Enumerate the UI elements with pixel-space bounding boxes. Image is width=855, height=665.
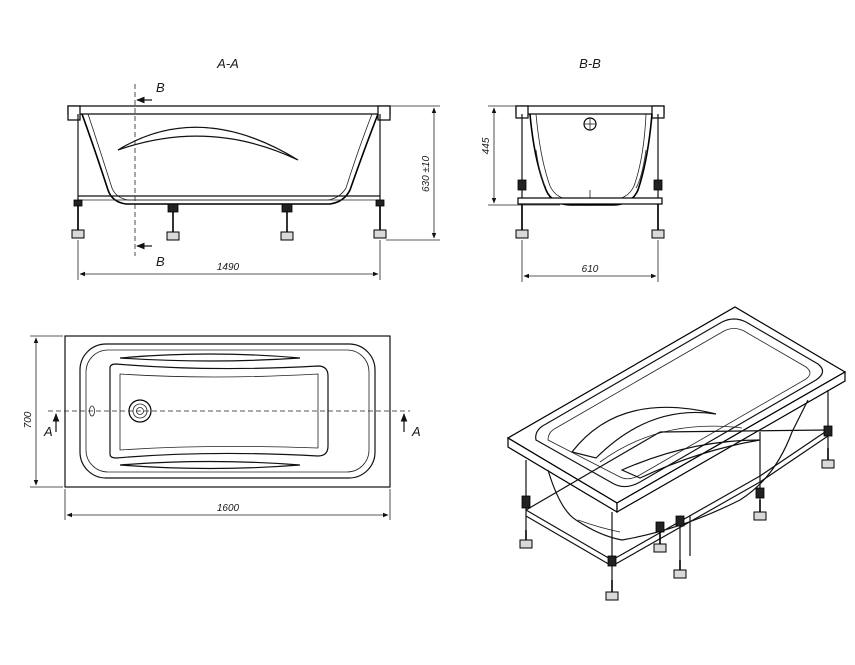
bb-overflow-drain <box>583 117 597 131</box>
bb-depth-dim-label: 445 <box>481 137 492 154</box>
section-aa-title: A-A <box>216 56 239 71</box>
section-bb-view: B-B 610 <box>481 56 665 282</box>
aa-tub-inner <box>87 113 373 201</box>
bb-width-dim-label: 610 <box>582 264 599 275</box>
bb-frame-rail <box>517 197 663 205</box>
aa-tub-body <box>81 113 379 205</box>
bb-rim <box>515 105 665 115</box>
iso-backrest-curve <box>570 406 717 459</box>
iso-feet <box>519 425 835 601</box>
isometric-view <box>506 306 847 601</box>
plan-bottom-contour <box>109 363 329 459</box>
plan-armrest-bottom <box>119 460 301 470</box>
aa-height-dim-label: 630 ±10 <box>421 156 432 193</box>
aa-feet <box>71 199 387 241</box>
aa-cut-label-top: B <box>156 80 165 95</box>
aa-rim-cap-right <box>377 105 391 121</box>
section-bb-title: B-B <box>579 56 601 71</box>
iso-basin-outline <box>535 318 824 488</box>
plan-armrest-top <box>119 353 301 362</box>
plan-view: A A 1600 700 <box>23 335 421 520</box>
section-aa-view: A-A <box>67 56 440 280</box>
plan-outer-rim <box>64 335 391 488</box>
bb-feet <box>515 179 665 239</box>
aa-width-dim-label: 1490 <box>217 262 240 273</box>
aa-rim-cap-left <box>67 105 81 121</box>
aa-rim <box>67 105 391 115</box>
iso-rim-side <box>616 370 846 514</box>
iso-frame <box>525 390 829 580</box>
plan-cut-label-left: A <box>43 424 53 439</box>
plan-length-dim-label: 1600 <box>217 503 240 514</box>
aa-cut-label-bottom: B <box>156 254 165 269</box>
plan-cut-label-right: A <box>411 424 421 439</box>
aa-armrest-curve <box>117 126 299 161</box>
plan-width-dim-label: 700 <box>23 411 34 428</box>
